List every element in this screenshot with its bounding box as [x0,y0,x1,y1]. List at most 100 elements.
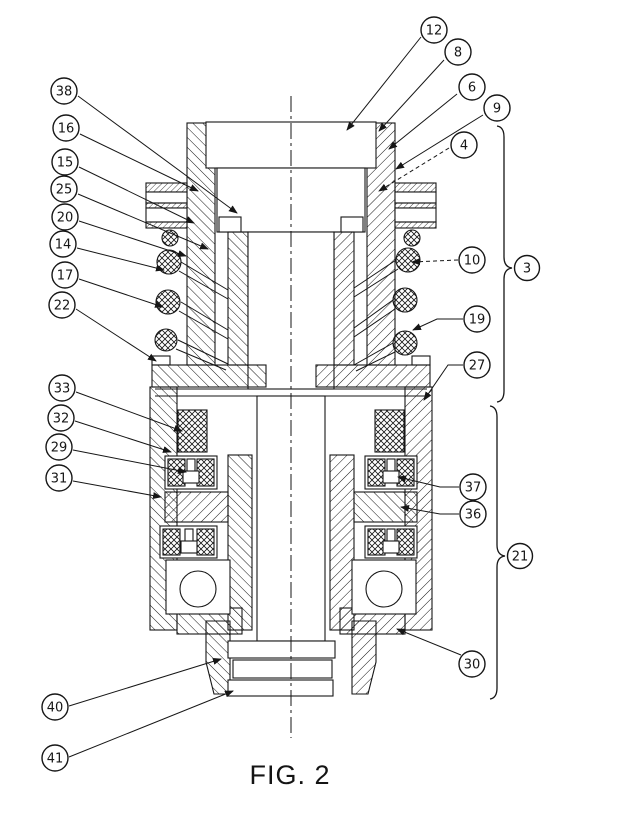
callout-12: 12 [346,16,448,131]
callout-number-25: 25 [56,183,73,198]
leader-line-27 [423,364,463,401]
callout-number-12: 12 [426,24,443,39]
leader-line-20 [78,220,187,257]
callout-circle-8 [444,38,472,66]
fig-caption: FIG. 2 [249,760,331,790]
callout-number-32: 32 [53,412,70,427]
leader-line-30 [396,628,462,656]
leader-line-14 [76,247,165,272]
callout-number-10: 10 [464,254,481,269]
callout-36: 36 [400,500,487,528]
callout-circle-15 [51,148,79,176]
brace-number-21: 21 [512,550,529,565]
assembly-section [145,96,437,738]
callout-circle-12 [420,16,448,44]
callout-number-30: 30 [464,658,481,673]
left-flange [145,182,188,229]
callout-number-29: 29 [51,441,68,456]
callout-circle-22 [48,291,76,319]
brace-path-3 [496,125,513,403]
callout-number-19: 19 [469,313,486,328]
callout-circle-20 [51,203,79,231]
callout-19: 19 [412,305,491,333]
leader-line-16 [79,133,199,192]
group-brace-21: 21 [489,405,534,700]
callout-circle-33 [48,374,76,402]
leader-line-12 [346,36,422,131]
callout-circle-40 [41,693,69,721]
right-flange [394,182,437,229]
brace-circle-3 [513,254,541,282]
braces-layer: 3 21 [489,125,541,700]
callout-number-14: 14 [55,238,72,253]
callout-number-40: 40 [47,701,64,716]
group-brace-3: 3 [496,125,541,403]
leader-line-19 [412,318,463,331]
leader-line-40 [68,658,222,707]
leader-line-38 [77,95,238,214]
brace-path-21 [489,405,506,700]
spring-wires [175,259,399,372]
callout-number-38: 38 [56,85,73,100]
callout-31: 31 [45,464,162,500]
leader-line-8 [378,59,445,132]
callout-number-27: 27 [469,359,486,374]
callout-4: 4 [378,131,478,192]
callout-15: 15 [51,148,195,224]
callout-number-36: 36 [465,508,482,523]
callout-circle-41 [41,744,69,772]
callout-circle-19 [463,305,491,333]
callout-38: 38 [50,77,238,214]
callout-29: 29 [45,433,187,474]
callout-32: 32 [47,404,172,453]
callout-number-20: 20 [57,211,74,226]
callout-16: 16 [52,114,199,192]
callout-circle-27 [463,351,491,379]
leader-line-17 [78,278,164,308]
callout-number-41: 41 [47,752,64,767]
leader-line-41 [68,690,234,758]
leader-line-32 [74,420,172,453]
leader-line-37 [397,475,459,488]
leader-line-15 [78,166,195,224]
callout-number-17: 17 [57,269,74,284]
callout-37: 37 [397,473,487,501]
callout-circle-32 [47,404,75,432]
callout-number-22: 22 [54,299,71,314]
callout-number-6: 6 [468,81,476,96]
leader-line-29 [72,449,187,474]
brace-circle-21 [506,542,534,570]
leader-line-9 [395,114,484,170]
shoulder-flange [151,355,431,388]
leader-line-31 [72,480,162,500]
callout-circle-9 [483,94,511,122]
ball-bearing-right [351,559,417,615]
shaft-end [205,620,377,697]
callout-8: 8 [378,38,472,132]
center-sleeve [227,231,355,366]
callout-circle-14 [49,230,77,258]
callout-circle-38 [50,77,78,105]
callout-circle-31 [45,464,73,492]
inner-sleeve-walls [227,454,355,631]
callout-number-33: 33 [54,382,71,397]
seal-cartridge-lower-right [364,525,418,559]
callout-circle-10 [458,246,486,274]
seal-cartridge-upper-right [364,455,418,490]
callout-33: 33 [48,374,183,432]
leader-line-6 [388,93,458,150]
callout-circle-16 [52,114,80,142]
callout-14: 14 [49,230,165,272]
leader-line-25 [77,193,209,250]
callouts-layer: 1286943816152520141722333229314041101927… [41,16,511,772]
seal-cartridge-upper-left [164,455,218,490]
callout-number-8: 8 [454,46,462,61]
seal-cartridge-lower-left [159,525,218,559]
callout-circle-37 [459,473,487,501]
callout-27: 27 [423,351,491,401]
callout-circle-6 [458,73,486,101]
leader-line-36 [400,504,459,515]
callout-30: 30 [396,628,486,678]
